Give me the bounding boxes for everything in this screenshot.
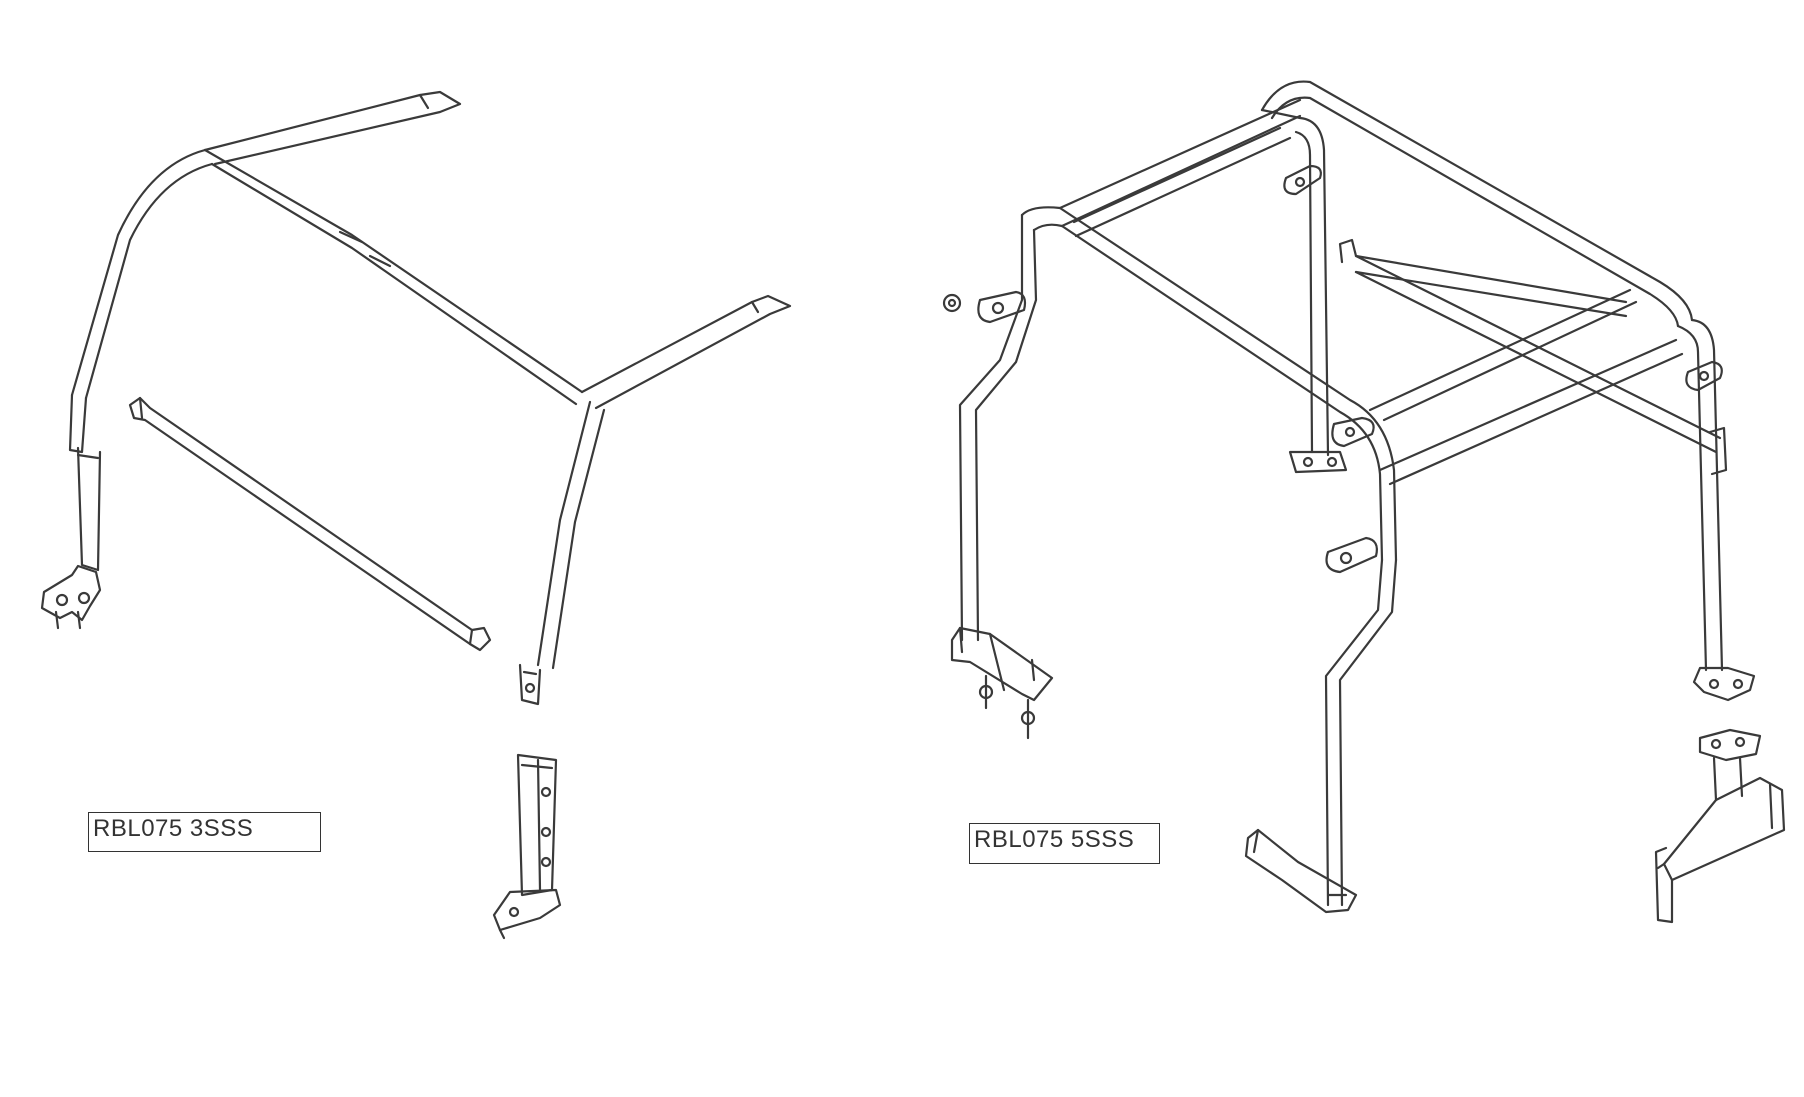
right-mounting-tabs [942, 164, 1723, 574]
left-front-foot-sleeve [492, 663, 562, 940]
left-main-hoop [70, 148, 606, 670]
left-rear-foot-sleeve [40, 393, 102, 630]
right-front-left-foot [950, 626, 1054, 740]
right-part-number-label: RBL075 5SSS [969, 823, 1160, 864]
right-cross-bars [1338, 238, 1728, 486]
right-rear-right-foot [1692, 666, 1756, 702]
right-rear-hoop [1260, 80, 1724, 672]
left-part-number-label: RBL075 3SSS [88, 812, 321, 852]
left-cage-assembly [40, 90, 792, 940]
right-roof-bars [1058, 98, 1302, 238]
left-rear-brace-tube [203, 90, 462, 166]
right-front-hoop [958, 206, 1398, 907]
right-cage-assembly [942, 80, 1786, 924]
left-top-side-tube [203, 148, 584, 406]
right-front-right-foot [1244, 828, 1358, 914]
right-rear-mount-bracket [1654, 728, 1786, 924]
left-diagonal-brace [128, 396, 492, 652]
left-front-arm-tube [580, 294, 792, 410]
